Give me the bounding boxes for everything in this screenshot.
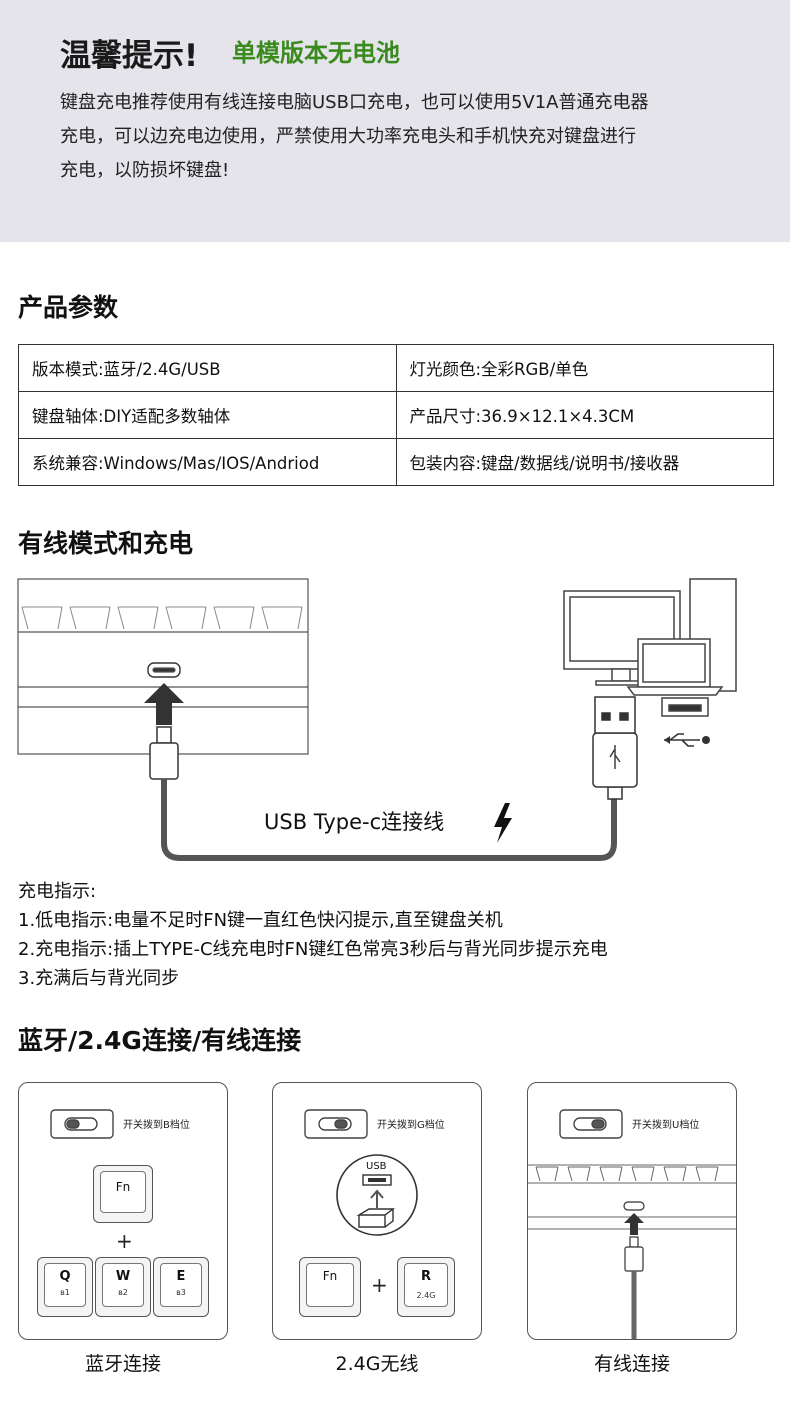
key-label: E (176, 1269, 186, 1284)
table-cell: 版本模式:蓝牙/2.4G/USB (18, 344, 397, 392)
table-cell: 包装内容:键盘/数据线/说明书/接收器 (395, 438, 774, 486)
usb-symbol-icon (609, 745, 621, 769)
key-sublabel: 2.4G (416, 1291, 436, 1300)
notice-line: 键盘充电推荐使用有线连接电脑USB口充电，也可以使用5V1A普通充电器 (60, 92, 649, 113)
key-label: Fn (115, 1180, 131, 1194)
bluetooth-channel: ʙ3 (176, 1288, 186, 1297)
bluetooth-panel: 开关拨到B档位 Fn + Q ʙ1 W ʙ2 E ʙ3 (18, 1082, 228, 1340)
computer-icon (563, 578, 737, 717)
lightning-icon (494, 803, 512, 843)
switch-label: 开关拨到G档位 (377, 1120, 445, 1131)
params-table: 版本模式:蓝牙/2.4G/USB 灯光颜色:全彩RGB/单色 键盘轴体:DIY适… (18, 344, 774, 486)
switch-icon (50, 1109, 114, 1139)
switch-label: 开关拨到B档位 (123, 1120, 190, 1131)
key-label: Fn (322, 1269, 338, 1283)
table-row: 键盘轴体:DIY适配多数轴体 产品尺寸:36.9×12.1×4.3CM (18, 391, 774, 439)
channel-number: 1 (64, 1288, 70, 1297)
wireless-caption: 2.4G无线 (335, 1353, 419, 1375)
channel-number: 2 (122, 1288, 128, 1297)
bluetooth-channel: ʙ2 (118, 1288, 128, 1297)
wired-panel: 开关拨到U档位 (527, 1082, 737, 1340)
notice-title: 温馨提示! (60, 38, 199, 74)
charge-heading: 充电指示: (18, 881, 97, 902)
cable-icon (161, 779, 617, 861)
key-label: R (420, 1269, 431, 1284)
plug-in-arrow (144, 683, 184, 725)
wired-keyboard-illustration (528, 1109, 736, 1339)
notice-line: 充电，可以边充电边使用，严禁使用大功率充电头和手机快充对键盘进行 (60, 126, 636, 147)
key-e: E ʙ3 (153, 1257, 209, 1317)
wired-diagram-illustration (17, 578, 737, 861)
key-label: Q (59, 1269, 71, 1284)
table-row: 版本模式:蓝牙/2.4G/USB 灯光颜色:全彩RGB/单色 (18, 344, 774, 392)
bluetooth-caption: 蓝牙连接 (84, 1353, 161, 1375)
charge-item: 1.低电指示:电量不足时FN键一直红色快闪提示,直至键盘关机 (18, 910, 503, 931)
charge-item: 3.充满后与背光同步 (18, 968, 180, 989)
charge-indicator-info: 充电指示: 1.低电指示:电量不足时FN键一直红色快闪提示,直至键盘关机 2.充… (18, 877, 608, 993)
params-title: 产品参数 (18, 293, 119, 322)
plus-sign: + (371, 1273, 388, 1297)
wired-caption: 有线连接 (593, 1353, 670, 1375)
connect-title: 蓝牙/2.4G连接/有线连接 (18, 1026, 302, 1055)
receiver-illustration (304, 1109, 418, 1236)
switch-label: 开关拨到U档位 (632, 1120, 700, 1131)
key-w: W ʙ2 (95, 1257, 151, 1317)
wired-diagram: USB Type-c连接线 (0, 575, 790, 865)
table-cell: 系统兼容:Windows/Mas/IOS/Andriod (18, 438, 397, 486)
notice-body: 键盘充电推荐使用有线连接电脑USB口充电，也可以使用5V1A普通充电器 充电，可… (60, 86, 750, 188)
bluetooth-channel: ʙ1 (60, 1288, 70, 1297)
notice-line: 充电，以防损坏键盘! (60, 160, 230, 181)
cable-label: USB Type-c连接线 (264, 810, 445, 834)
key-q: Q ʙ1 (37, 1257, 93, 1317)
wired-title: 有线模式和充电 (18, 529, 194, 558)
notice-subtitle: 单模版本无电池 (232, 39, 400, 67)
key-fn: Fn (93, 1165, 153, 1223)
usb-label: USB (366, 1161, 387, 1172)
notice-banner: 温馨提示! 单模版本无电池 键盘充电推荐使用有线连接电脑USB口充电，也可以使用… (0, 0, 790, 242)
key-r: R 2.4G (397, 1257, 455, 1317)
charge-item: 2.充电指示:插上TYPE-C线充电时FN键红色常亮3秒后与背光同步提示充电 (18, 939, 608, 960)
table-cell: 产品尺寸:36.9×12.1×4.3CM (395, 391, 774, 439)
table-cell: 键盘轴体:DIY适配多数轴体 (18, 391, 397, 439)
key-label: W (115, 1269, 131, 1284)
plus-sign: + (116, 1229, 133, 1253)
table-cell: 灯光颜色:全彩RGB/单色 (395, 344, 774, 392)
key-fn: Fn (299, 1257, 361, 1317)
table-row: 系统兼容:Windows/Mas/IOS/Andriod 包装内容:键盘/数据线… (18, 438, 774, 486)
wireless-2-4g-panel: 开关拨到G档位 USB Fn + R 2.4G (272, 1082, 482, 1340)
channel-number: 3 (180, 1288, 186, 1297)
